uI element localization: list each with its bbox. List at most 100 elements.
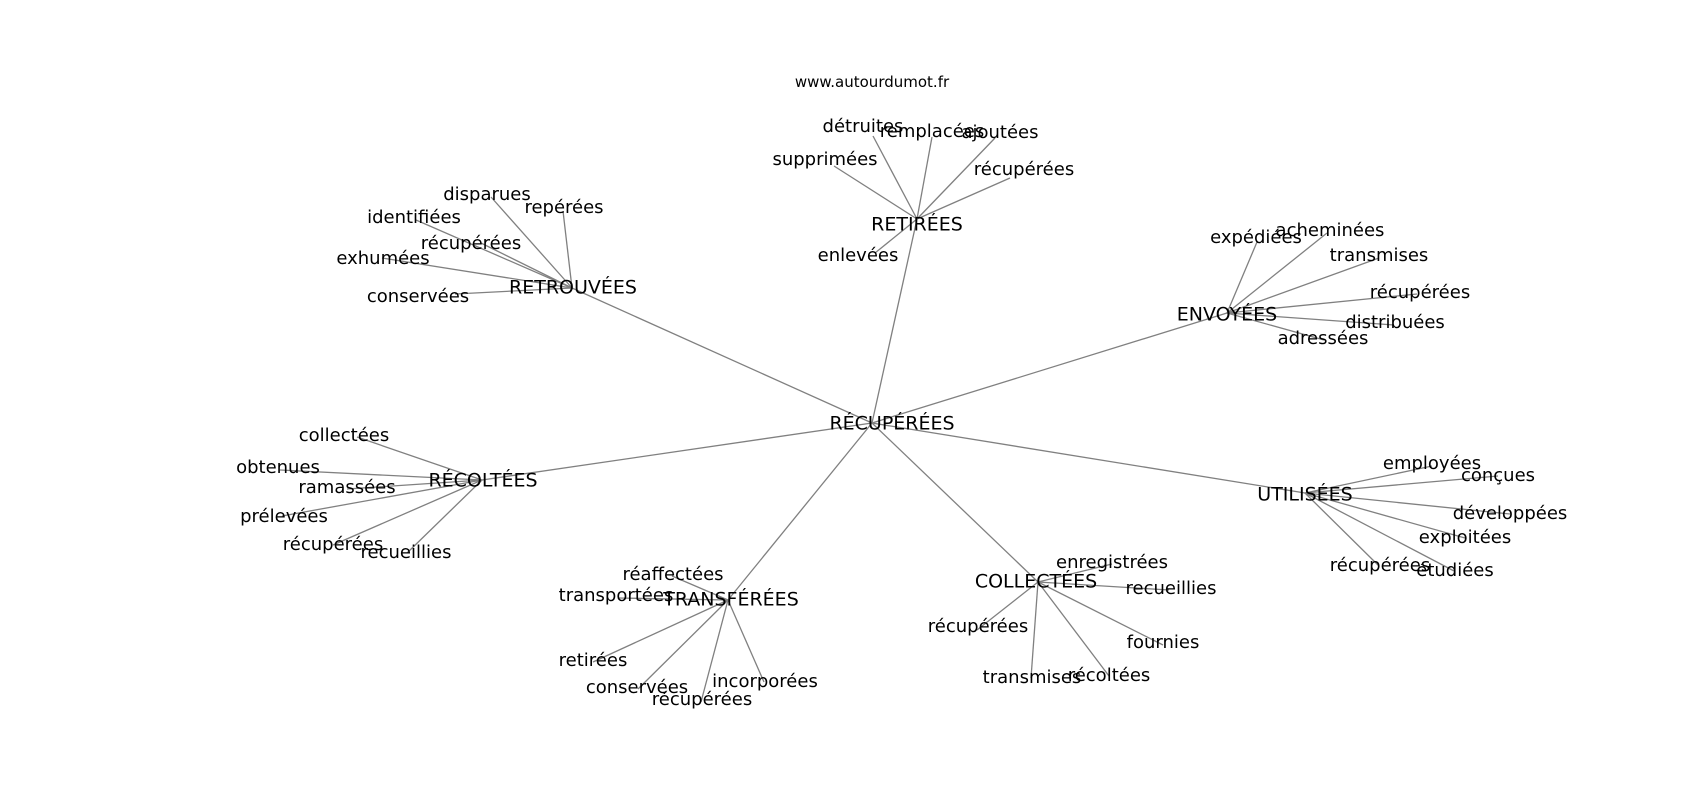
edge-hub-leaf xyxy=(490,196,573,289)
edge-hub-leaf xyxy=(592,599,729,663)
leaf-node-label: récupérées xyxy=(421,233,521,254)
leaf-node-label: supprimées xyxy=(772,149,877,170)
leaf-node-label: détruites xyxy=(823,116,904,137)
leaf-node-label: incorporées xyxy=(712,671,818,692)
edge-hub-leaf xyxy=(1037,581,1170,591)
edge-hub-leaf xyxy=(1037,581,1164,646)
edge-hub-leaf xyxy=(1037,563,1113,583)
leaf-node-label: récupérées xyxy=(652,689,752,710)
edge-hub-leaf xyxy=(1226,232,1328,314)
leaf-node-label: prélevées xyxy=(240,506,328,527)
edge-hub-leaf xyxy=(727,599,765,683)
leaf-node-label: repérées xyxy=(524,197,603,218)
leaf-node-label: enregistrées xyxy=(1056,552,1168,573)
edge-hub-leaf xyxy=(1304,492,1466,539)
edge-root-hub xyxy=(871,218,918,424)
leaf-node-label: retirées xyxy=(559,650,628,671)
edge-hub-leaf xyxy=(1226,312,1395,326)
leaf-node-label: obtenues xyxy=(236,457,320,478)
edge-hub-leaf xyxy=(1226,312,1325,341)
edge-hub-leaf xyxy=(406,479,483,554)
hub-node-label: ENVOYÉES xyxy=(1177,303,1277,326)
edge-hub-leaf xyxy=(1304,465,1433,494)
edges xyxy=(279,135,1511,703)
edge-hub-leaf xyxy=(480,242,573,289)
root-node-label: RÉCUPÉRÉES xyxy=(829,412,954,435)
leaf-node-label: transmises xyxy=(983,667,1082,688)
edge-hub-leaf xyxy=(916,137,996,220)
edge-hub-leaf xyxy=(346,479,483,490)
leaf-node-label: conservées xyxy=(367,286,469,307)
edge-root-hub xyxy=(871,422,1306,494)
leaf-node-label: réaffectées xyxy=(622,564,723,585)
leaf-node-label: distribuées xyxy=(1345,312,1445,333)
edge-hub-leaf xyxy=(1037,581,1110,677)
edge-root-hub xyxy=(571,287,873,424)
edge-hub-leaf xyxy=(1304,475,1499,494)
edge-hub-leaf xyxy=(1226,241,1258,314)
leaf-node-label: récupérées xyxy=(974,159,1074,180)
leaf-node-label: recueillies xyxy=(1126,578,1217,599)
edge-hub-leaf xyxy=(700,599,729,703)
leaf-node-label: recueillies xyxy=(361,542,452,563)
edge-hub-leaf xyxy=(279,469,483,481)
edge-hub-leaf xyxy=(872,135,918,220)
edge-hub-leaf xyxy=(637,599,729,690)
leaf-node-label: conservées xyxy=(586,677,688,698)
leaf-node-label: fournies xyxy=(1127,632,1200,653)
hub-node-label: RETIRÉES xyxy=(871,213,963,236)
hub-node-label: COLLECTÉES xyxy=(975,570,1097,593)
leaf-node-label: récupérées xyxy=(1370,282,1470,303)
edge-hub-leaf xyxy=(1226,257,1380,314)
leaf-node-label: exploitées xyxy=(1419,527,1511,548)
edge-root-hub xyxy=(871,422,1039,583)
edge-hub-leaf xyxy=(671,575,729,601)
leaf-node-label: étudiées xyxy=(1416,560,1494,581)
leaf-node-label: récupérées xyxy=(1330,555,1430,576)
site-url: www.autourdumot.fr xyxy=(795,73,950,91)
edge-hub-leaf xyxy=(916,177,1011,220)
leaf-node-label: récupérées xyxy=(283,534,383,555)
hub-node-label: RÉCOLTÉES xyxy=(428,469,537,492)
leaf-node-label: collectées xyxy=(299,425,389,446)
edge-hub-leaf xyxy=(874,218,918,254)
leaf-node-label: ajoutées xyxy=(961,122,1038,143)
edge-hub-leaf xyxy=(415,219,573,289)
leaf-node-label: disparues xyxy=(443,184,531,205)
edge-hub-leaf xyxy=(562,210,573,289)
edge-hub-leaf xyxy=(976,581,1039,631)
leaf-node-label: identifiées xyxy=(367,207,461,228)
leaf-node-label: remplacées xyxy=(880,121,985,142)
leaf-node-label: récoltées xyxy=(1068,665,1151,686)
leaf-node-label: développées xyxy=(1453,503,1568,524)
edge-hub-leaf xyxy=(916,136,933,220)
leaf-node-label: employées xyxy=(1383,453,1481,474)
edge-hub-leaf xyxy=(1030,581,1039,679)
edge-hub-leaf xyxy=(332,479,483,546)
hub-node-label: RETROUVÉES xyxy=(509,276,637,299)
edge-hub-leaf xyxy=(1304,492,1455,572)
edge-hub-leaf xyxy=(281,479,483,517)
edge-hub-leaf xyxy=(1226,293,1418,314)
edge-root-hub xyxy=(481,422,873,481)
leaf-node-label: transmises xyxy=(1330,245,1429,266)
leaf-node-label: transportées xyxy=(559,585,674,606)
leaf-node-label: ramassées xyxy=(298,477,395,498)
edge-hub-leaf xyxy=(1304,492,1511,515)
leaf-node-label: récupérées xyxy=(928,616,1028,637)
leaf-node-label: exhumées xyxy=(336,248,429,269)
leaf-node-label: conçues xyxy=(1461,465,1535,486)
edge-hub-leaf xyxy=(617,597,729,601)
edge-root-hub xyxy=(727,422,873,601)
leaf-node-label: expédiées xyxy=(1210,227,1302,248)
edge-hub-leaf xyxy=(1304,492,1380,567)
edge-hub-leaf xyxy=(381,257,573,289)
leaf-node-label: enlevées xyxy=(818,245,899,266)
leaf-node-label: acheminées xyxy=(1276,220,1385,241)
edge-hub-leaf xyxy=(833,165,918,220)
edge-hub-leaf xyxy=(356,436,483,481)
leaf-node-label: adressées xyxy=(1278,328,1369,349)
hub-node-label: TRANSFÉRÉES xyxy=(662,588,799,611)
